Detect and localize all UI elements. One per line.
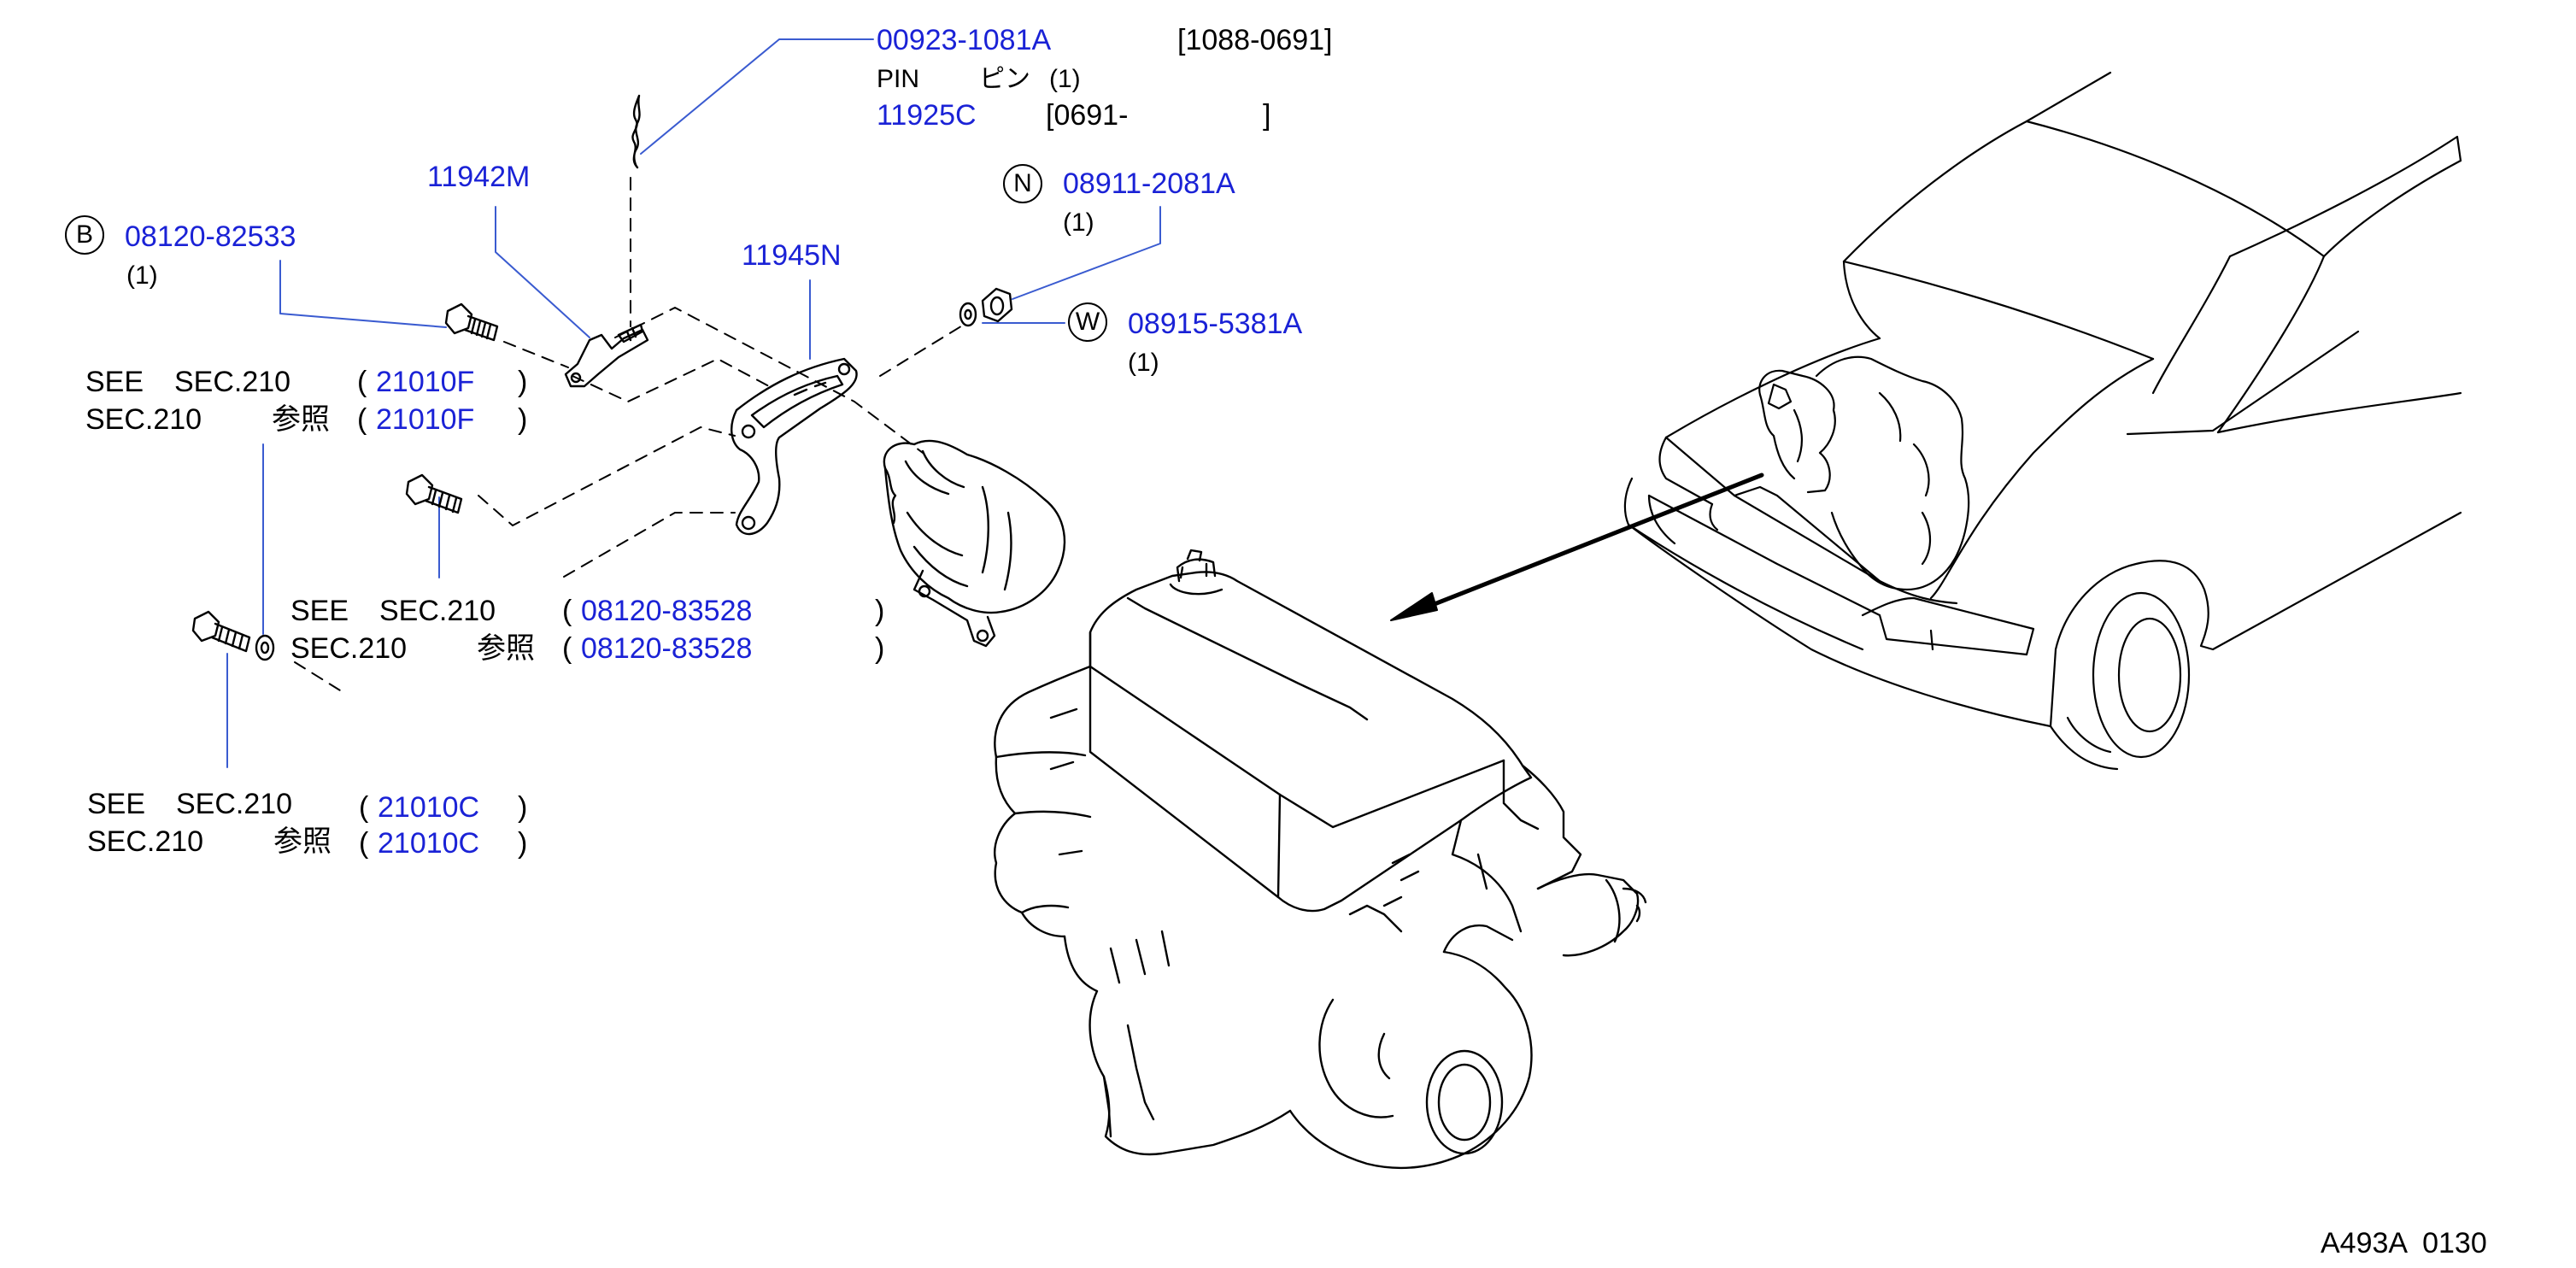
ref-close: ): [875, 595, 885, 627]
diagram-code: A493A 0130: [2321, 1227, 2487, 1259]
distributor: [883, 439, 1066, 648]
alt-range-open: [0691-: [1046, 99, 1129, 132]
part-no-bracket-1[interactable]: 11942M: [427, 161, 531, 193]
name-en-pin: PIN: [877, 65, 920, 93]
ref-sec-jp: SEC.210: [87, 825, 204, 858]
part-no-washer-w[interactable]: 08915-5381A: [1128, 308, 1303, 340]
ref-sansho: 参照: [477, 631, 535, 666]
ref-open: (: [357, 366, 367, 398]
circle-letter-w: W: [1068, 302, 1107, 342]
bracket-11945n: [731, 357, 858, 536]
ref-see: SEE: [85, 366, 144, 398]
ref-close: ): [518, 827, 528, 860]
bolt-lower: [191, 610, 251, 653]
ref-link[interactable]: 21010F: [376, 403, 475, 436]
ref-sec-jp: SEC.210: [85, 403, 202, 436]
date-range-pin: [1088-0691]: [1177, 24, 1333, 56]
ref-close: ): [518, 366, 528, 398]
small-parts: [191, 94, 1013, 661]
nut-n: [981, 287, 1013, 323]
qty-pin: (1): [1049, 65, 1081, 93]
part-no-bracket-2[interactable]: 11945N: [742, 239, 842, 272]
ref-open: (: [359, 827, 369, 860]
ref-see: SEE: [87, 788, 146, 820]
circle-letter-n: N: [1003, 164, 1042, 203]
leader-lines: [226, 38, 1161, 768]
ref-open: (: [562, 595, 572, 627]
washer-w: [959, 302, 977, 327]
ref-sansho: 参照: [272, 402, 330, 437]
ref-sec-en: SEC.210: [174, 366, 291, 398]
ref-sec-en: SEC.210: [379, 595, 496, 627]
location-arrow: [1390, 473, 1764, 621]
ref-open: (: [357, 403, 367, 436]
alt-range-close: ]: [1263, 99, 1271, 132]
bracket-11942m: [564, 328, 649, 388]
alt-part-no-pin[interactable]: 11925C: [877, 99, 977, 132]
ref-sec-jp: SEC.210: [290, 632, 408, 665]
qty-bolt-b: (1): [126, 261, 158, 290]
part-no-bolt-b[interactable]: 08120-82533: [125, 220, 296, 253]
bolt-middle: [405, 473, 463, 514]
ref-close: ): [518, 403, 528, 436]
leader-11942m: [495, 206, 590, 338]
ref-link[interactable]: 21010C: [378, 791, 480, 824]
bolt-b: [444, 302, 499, 342]
ref-open: (: [562, 632, 572, 665]
car-illustration: [1623, 71, 2462, 771]
leader-pin: [640, 38, 874, 155]
ref-link[interactable]: 21010C: [378, 827, 480, 860]
qty-washer-w: (1): [1128, 349, 1159, 377]
ref-link[interactable]: 08120-83528: [581, 595, 753, 627]
engine-block: [994, 549, 1647, 1170]
name-jp-pin: ピン: [979, 64, 1030, 94]
leader-nut-n: [1012, 206, 1161, 300]
ref-link[interactable]: 21010F: [376, 366, 475, 398]
ref-close: ): [518, 791, 528, 824]
part-no-pin[interactable]: 00923-1081A: [877, 24, 1052, 56]
stud-11942m: [617, 323, 644, 343]
ref-sec-en: SEC.210: [176, 788, 293, 820]
ref-link[interactable]: 08120-83528: [581, 632, 753, 665]
cotter-pin: [631, 94, 641, 169]
ref-sansho: 参照: [273, 825, 332, 859]
ref-open: (: [359, 791, 369, 824]
part-no-nut-n[interactable]: 08911-2081A: [1063, 167, 1235, 200]
ref-close: ): [875, 632, 885, 665]
assembly-dash-lines: [294, 177, 965, 691]
qty-nut-n: (1): [1063, 208, 1094, 237]
circle-letter-b: B: [65, 215, 104, 255]
washer-lower: [255, 634, 275, 661]
oil-cap: [1169, 558, 1223, 596]
ref-see: SEE: [290, 595, 349, 627]
leader-bolt-b: [279, 260, 447, 328]
